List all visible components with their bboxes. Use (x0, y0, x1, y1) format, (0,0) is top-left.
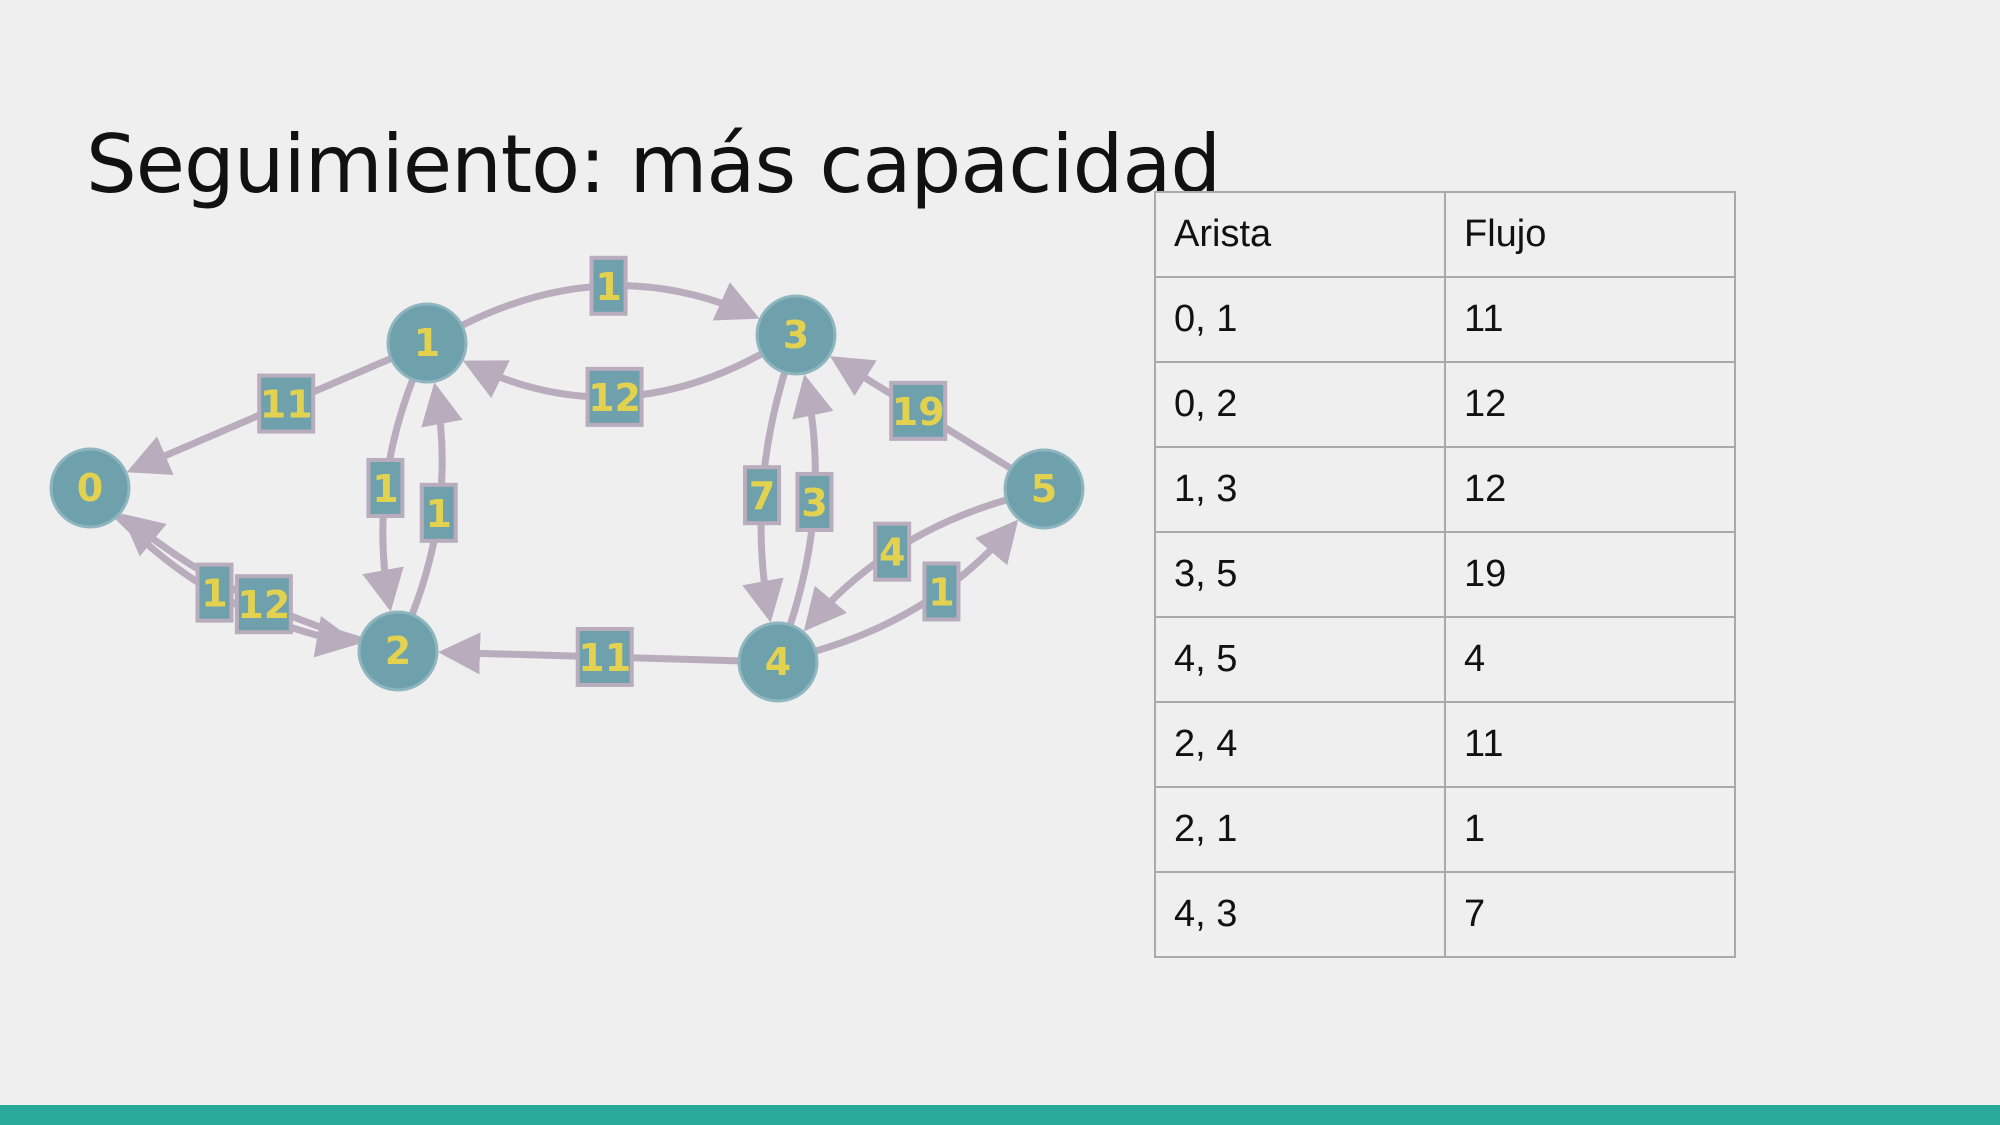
edge-label-1-3: 1 (589, 255, 628, 316)
edge-label-box (575, 626, 634, 687)
edge-label-text: 11 (578, 636, 631, 680)
edge-label-text: 1 (372, 467, 398, 511)
flow-cell: 12 (1444, 361, 1736, 448)
edge-label-4-5: 1 (922, 561, 961, 622)
slide-title: Seguimiento: más capacidad (86, 118, 1221, 211)
bottom-accent-bar (0, 1105, 2000, 1125)
table-row: 2, 4 11 (1154, 701, 1736, 788)
node-2: 2 (357, 610, 439, 692)
edge-label-text: 1 (595, 265, 621, 309)
edge-cell: 4, 3 (1154, 871, 1446, 958)
edge-label-box (889, 380, 948, 441)
edge-label-box (795, 471, 834, 532)
table-row: 1, 3 12 (1154, 446, 1736, 533)
header-flow: Flujo (1444, 191, 1736, 278)
edge-label-2-0: 12 (234, 574, 293, 635)
table-row: 4, 3 7 (1154, 871, 1736, 958)
node-4: 4 (737, 621, 819, 703)
edge-label-box (234, 574, 293, 635)
node-circle (386, 302, 468, 384)
table-row: 2, 1 1 (1154, 786, 1736, 873)
edge-cell: 2, 1 (1154, 786, 1446, 873)
node-label: 0 (77, 466, 103, 510)
edge-label-1-2: 1 (366, 457, 405, 518)
flow-cell: 12 (1444, 446, 1736, 533)
edge-label-box (366, 457, 405, 518)
edge-label-box (922, 561, 961, 622)
edge-label-1-0: 11 (257, 373, 316, 434)
edge-label-box (195, 562, 234, 623)
edge-label-box (743, 465, 782, 526)
flow-cell: 4 (1444, 616, 1736, 703)
node-1: 1 (386, 302, 468, 384)
edge-label-box (873, 521, 912, 582)
node-circle (357, 610, 439, 692)
table-row: 0, 2 12 (1154, 361, 1736, 448)
edge-cell: 2, 4 (1154, 701, 1446, 788)
header-edge: Arista (1154, 191, 1446, 278)
edge-cell: 3, 5 (1154, 531, 1446, 618)
node-3: 3 (755, 294, 837, 376)
edge-cell: 4, 5 (1154, 616, 1446, 703)
edge-cell: 1, 3 (1154, 446, 1446, 533)
edge-label-2-1: 1 (419, 482, 458, 543)
edge-label-text: 3 (801, 481, 827, 525)
edge-label-box (589, 255, 628, 316)
edge-label-5-4: 4 (873, 521, 912, 582)
node-circle (737, 621, 819, 703)
edge-label-box (585, 366, 644, 427)
edge-label-text: 12 (237, 583, 290, 627)
node-label: 3 (783, 313, 809, 357)
edge-label-text: 1 (928, 570, 954, 614)
table-row: 4, 5 4 (1154, 616, 1736, 703)
edge-label-4-2: 11 (575, 626, 634, 687)
edge-label-text: 1 (201, 572, 227, 616)
table-header-row: Arista Flujo (1154, 191, 1736, 278)
edge-cell: 0, 1 (1154, 276, 1446, 363)
node-label: 5 (1031, 467, 1057, 511)
flow-table: Arista Flujo 0, 1 11 0, 2 12 1, 3 12 3, … (1154, 191, 1736, 958)
edge-label-text: 11 (260, 383, 313, 427)
edge-label-3-4: 7 (743, 465, 782, 526)
flow-cell: 11 (1444, 701, 1736, 788)
node-5: 5 (1003, 448, 1085, 530)
edge-label-5-3: 19 (889, 380, 948, 441)
node-circle (49, 447, 131, 529)
flow-cell: 7 (1444, 871, 1736, 958)
flow-cell: 19 (1444, 531, 1736, 618)
edge-label-text: 1 (426, 492, 452, 536)
table-row: 3, 5 19 (1154, 531, 1736, 618)
edge-label-3-1: 12 (585, 366, 644, 427)
node-circle (755, 294, 837, 376)
table-row: 0, 1 11 (1154, 276, 1736, 363)
edge-cell: 0, 2 (1154, 361, 1446, 448)
flow-cell: 11 (1444, 276, 1736, 363)
edge-label-text: 12 (588, 376, 641, 420)
edge-label-0-2: 1 (195, 562, 234, 623)
edge-label-box (257, 373, 316, 434)
node-0: 0 (49, 447, 131, 529)
edge-label-box (419, 482, 458, 543)
node-label: 2 (385, 629, 411, 673)
edge-label-text: 19 (892, 390, 945, 434)
edge-label-text: 4 (879, 531, 905, 575)
node-label: 4 (765, 640, 791, 684)
node-label: 1 (414, 321, 440, 365)
flow-cell: 1 (1444, 786, 1736, 873)
edge-label-text: 7 (749, 474, 775, 518)
node-circle (1003, 448, 1085, 530)
edge-label-4-3: 3 (795, 471, 834, 532)
